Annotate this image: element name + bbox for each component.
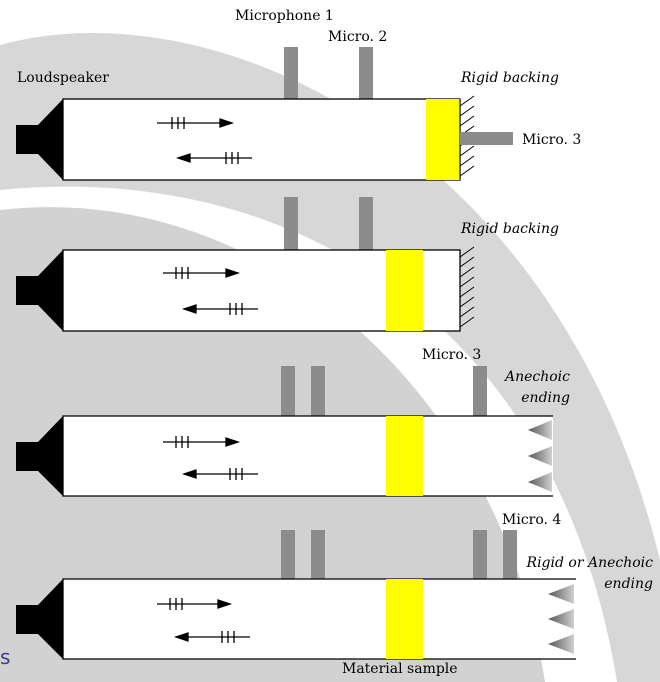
setup-two-microphone-rigid (16, 47, 513, 181)
loudspeaker-icon (16, 579, 63, 659)
incident-wave-arrow (163, 436, 241, 448)
microphone-1 (281, 530, 295, 580)
edge-text-fragment: s (0, 645, 10, 669)
tube (62, 415, 553, 497)
reflected-wave-arrow (173, 631, 250, 643)
reflected-wave-arrow (181, 303, 258, 315)
microphone-3 (460, 132, 513, 145)
microphone-3 (473, 366, 487, 417)
rigid-backing-hatch (459, 246, 475, 331)
incident-wave-arrow (157, 117, 235, 129)
incident-wave-arrow (163, 267, 241, 279)
label-micro-3-side: Micro. 3 (522, 132, 581, 148)
label-micro-4: Micro. 4 (502, 512, 561, 528)
label-rigid-or-anechoic-line1: Rigid or Anechoic (526, 555, 654, 571)
label-rigid-backing-1: Rigid backing (460, 70, 559, 86)
microphone-4 (503, 530, 517, 580)
label-micro-3-top: Micro. 3 (422, 347, 481, 363)
microphone-2 (311, 366, 325, 417)
label-rigid-or-anechoic-line2: ending (604, 576, 653, 592)
loudspeaker-icon (16, 250, 63, 331)
incident-wave-arrow (157, 598, 233, 610)
material-sample (386, 416, 423, 496)
setup-three-microphone-anechoic (16, 366, 553, 497)
material-sample (386, 250, 423, 331)
label-rigid-backing-2: Rigid backing (460, 221, 559, 237)
label-loudspeaker: Loudspeaker (17, 70, 109, 86)
anechoic-wedge-icon (528, 420, 552, 492)
label-anechoic-line2: ending (521, 390, 570, 406)
reflected-wave-arrow (175, 152, 252, 164)
microphone-1 (284, 197, 298, 250)
setup-four-microphone (16, 530, 576, 660)
microphone-2 (359, 197, 373, 250)
microphone-3 (473, 530, 487, 580)
loudspeaker-icon (16, 416, 63, 496)
label-micro-2: Micro. 2 (328, 29, 387, 45)
tube (62, 578, 576, 660)
reflected-wave-arrow (181, 468, 258, 480)
setup-sample-with-gap (16, 197, 475, 332)
label-microphone-1: Microphone 1 (235, 8, 334, 24)
tube (62, 98, 461, 181)
microphone-1 (284, 47, 298, 100)
loudspeaker-icon (16, 99, 63, 180)
material-sample (426, 99, 460, 180)
label-anechoic-line1: Anechoic (503, 369, 570, 385)
material-sample (386, 579, 423, 659)
microphone-2 (311, 530, 325, 580)
microphone-1 (281, 366, 295, 417)
microphone-2 (359, 47, 373, 100)
label-material-sample: Material sample (342, 661, 458, 677)
anechoic-wedge-icon (548, 584, 574, 654)
